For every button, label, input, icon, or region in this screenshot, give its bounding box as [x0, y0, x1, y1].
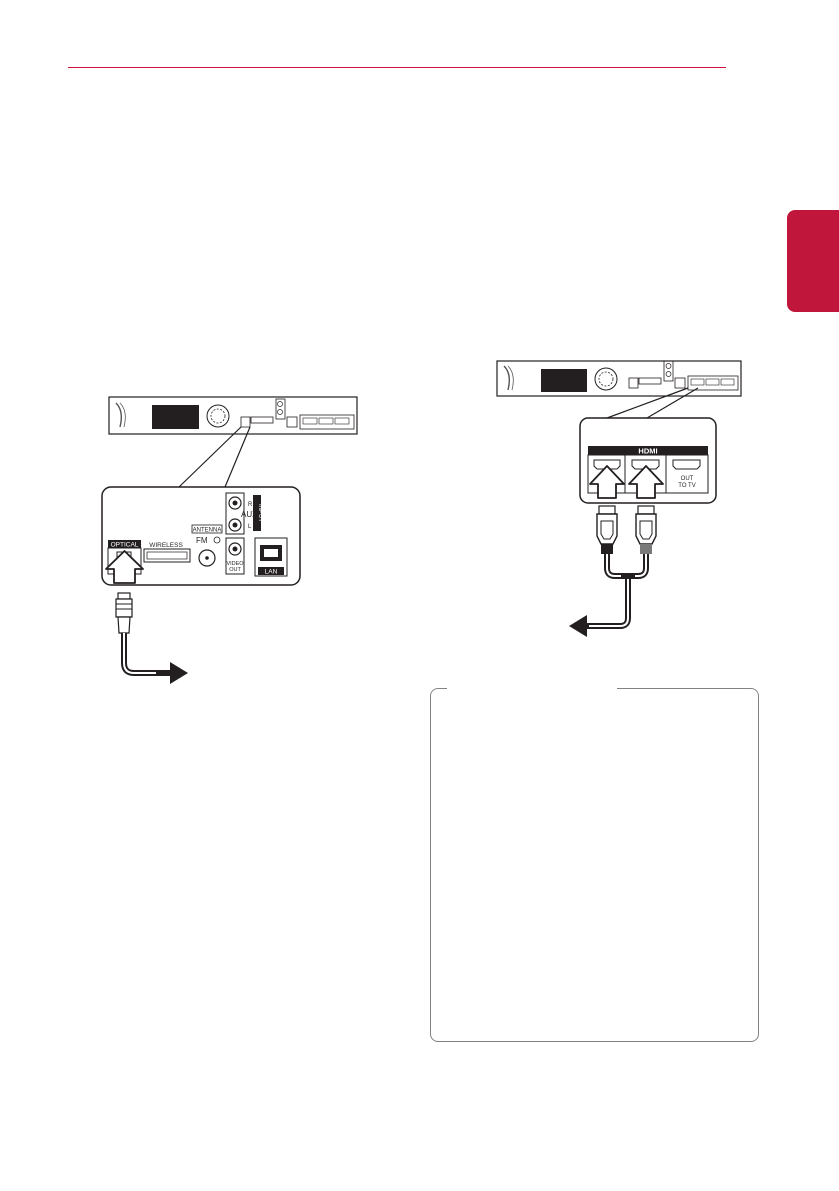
aux-r-label: R [248, 502, 253, 508]
header-rule [68, 67, 726, 68]
optical-cable [115, 592, 172, 676]
optical-label: OPTICAL [111, 542, 139, 549]
antenna-label: ANTENNA [193, 528, 222, 534]
input-label: INPUT [257, 504, 263, 522]
fan-vent [152, 405, 199, 429]
chapter-tab [787, 210, 839, 312]
insert-arrow-black [589, 465, 625, 499]
optical-connection-figure: OPTICAL WIRELESS ANTENNA FM R AUX L INP [100, 395, 405, 690]
wireless-label: WIRELESS [149, 542, 183, 549]
hdmi-out-label: OUT [681, 476, 694, 482]
unit-rear-panel [108, 396, 358, 435]
hdmi-connection-diagram: HDMI OUT TO TV [496, 360, 742, 637]
direction-arrow [170, 662, 188, 684]
fan-vent [541, 369, 587, 392]
insert-arrow-grey [628, 465, 664, 499]
direction-arrow [569, 615, 587, 637]
unit-rear-panel [496, 360, 742, 397]
hdmi-connection-figure: HDMI OUT TO TV [495, 356, 745, 651]
hdmi-to-tv-label: TO TV [678, 483, 695, 489]
note-box [430, 688, 759, 1042]
fm-label: FM [196, 536, 208, 545]
magnified-input-panel: OPTICAL WIRELESS ANTENNA FM R AUX L INP [101, 486, 301, 586]
note-box-tab [447, 687, 617, 690]
lan-label: LAN [265, 569, 278, 576]
hdmi-plug-grey [635, 505, 657, 554]
optical-connection-diagram: OPTICAL WIRELESS ANTENNA FM R AUX L INP [101, 396, 358, 684]
video-out-label: OUT [229, 567, 241, 573]
aux-label: AUX [241, 510, 258, 519]
video-label: VIDEO [226, 561, 244, 567]
aux-l-label: L [248, 524, 252, 530]
hdmi-plug-black [596, 505, 618, 554]
hdmi-label: HDMI [638, 447, 657, 456]
insert-arrow [105, 550, 144, 584]
